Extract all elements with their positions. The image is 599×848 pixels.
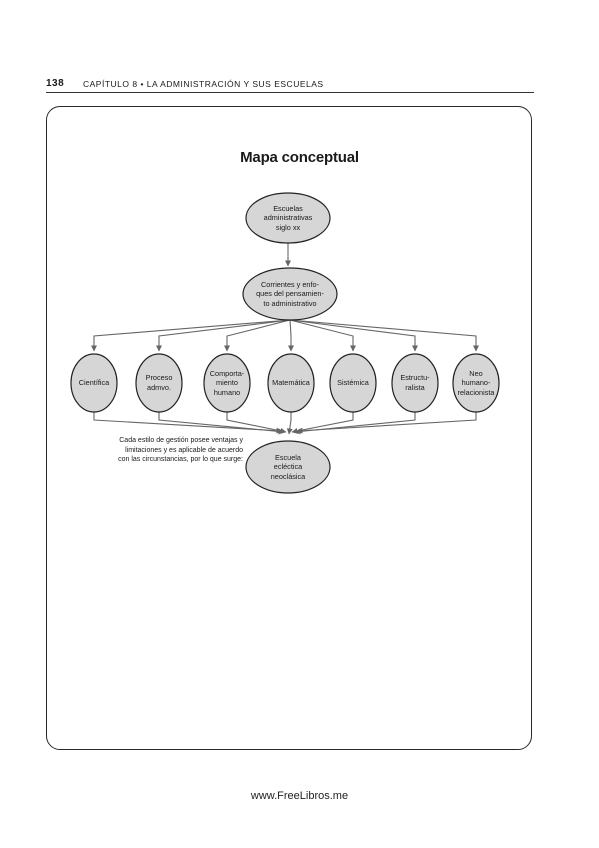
running-head: 138 CAPÍTULO 8 • LA ADMINISTRACIÓN Y SUS… bbox=[46, 78, 534, 93]
chapter-label: CAPÍTULO 8 • LA ADMINISTRACIÓN Y SUS ESC… bbox=[83, 79, 324, 89]
arrow-currents-to-neohumano bbox=[289, 319, 479, 352]
map-title: Mapa conceptual bbox=[240, 149, 359, 166]
node-school-comportamiento: Comporta- miento humano bbox=[209, 368, 245, 397]
content-frame bbox=[46, 106, 532, 750]
arrow-matematica-to-result bbox=[286, 412, 293, 435]
arrow-currents-to-sistemica bbox=[289, 319, 356, 352]
arrow-currents-to-proceso bbox=[156, 319, 291, 352]
node-school-matematica: Matemática bbox=[272, 378, 310, 388]
arrow-sistemica-to-result bbox=[291, 412, 354, 434]
node-currents: Corrientes y enfo- ques del pensamien- t… bbox=[256, 279, 324, 308]
arrow-proceso-to-result bbox=[158, 412, 285, 435]
ellipse-result bbox=[245, 440, 331, 494]
ellipse-school-neohumano bbox=[452, 353, 500, 413]
page-number: 138 bbox=[46, 78, 65, 89]
node-shapes bbox=[70, 192, 500, 494]
ellipse-school-matematica bbox=[267, 353, 315, 413]
ellipse-school-comportamiento bbox=[203, 353, 251, 413]
node-school-proceso: Proceso admvo. bbox=[145, 373, 173, 392]
arrow-neohumano-to-result bbox=[296, 412, 477, 434]
arrow-currents-to-estructuralista bbox=[289, 319, 418, 352]
arrow-cientifica-to-result bbox=[93, 412, 283, 434]
ellipse-root bbox=[245, 192, 331, 244]
ellipse-currents bbox=[242, 267, 338, 321]
node-school-neohumano: Neo humano- relacionista bbox=[457, 368, 495, 397]
ellipse-school-sistemica bbox=[329, 353, 377, 413]
arrow-estructuralista-to-result bbox=[294, 412, 416, 435]
footer-site: www.FreeLibros.me bbox=[250, 790, 349, 802]
node-school-estructuralista: Estructu- ralista bbox=[400, 373, 430, 392]
arrow-currents-to-cientifica bbox=[91, 319, 291, 352]
explanatory-note: Cada estilo de gestión posee ventajas y … bbox=[118, 437, 243, 463]
arrow-currents-to-matematica bbox=[288, 319, 294, 352]
arrow-comportamiento-to-result bbox=[226, 412, 287, 434]
node-school-sistemica: Sistémica bbox=[337, 378, 369, 388]
node-root: Escuelas administrativas siglo xx bbox=[263, 203, 313, 232]
ellipse-school-proceso bbox=[135, 353, 183, 413]
ellipse-school-cientifica bbox=[70, 353, 118, 413]
node-result: Escuela ecléctica neoclásica bbox=[270, 452, 306, 481]
connector-lines bbox=[91, 243, 479, 435]
arrow-currents-to-comportamiento bbox=[224, 319, 291, 352]
ellipse-school-estructuralista bbox=[391, 353, 439, 413]
node-school-cientifica: Científica bbox=[78, 378, 110, 388]
